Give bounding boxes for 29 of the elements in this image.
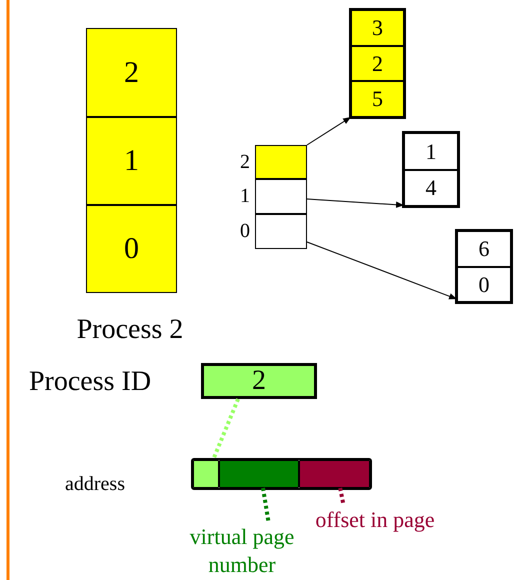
table-cell: 2 <box>351 46 404 81</box>
table-cell: 5 <box>351 81 404 117</box>
table-cell: 1 <box>86 117 177 205</box>
table-cell <box>255 145 307 179</box>
arrow <box>306 198 404 208</box>
table-cell: 0 <box>86 205 177 293</box>
field-label: address <box>64 472 126 496</box>
dotted-line <box>261 488 271 524</box>
node-label: Process 2 <box>76 314 184 346</box>
arrow <box>306 116 352 146</box>
process-id-field: 2 <box>201 363 317 399</box>
table-cell <box>255 179 307 214</box>
field-label: Process ID <box>28 365 152 399</box>
table-cell: 1 <box>404 133 458 170</box>
table-cell: 4 <box>404 170 458 206</box>
address-segment <box>219 460 299 488</box>
table-cell <box>255 214 307 249</box>
address-segment <box>193 460 219 488</box>
row-index: 2 <box>239 150 251 174</box>
table-cell: 3 <box>351 10 404 46</box>
table-cell: 2 <box>86 28 177 117</box>
arrow <box>306 242 458 300</box>
dotted-line <box>338 488 346 506</box>
table-cell: 6 <box>457 231 511 267</box>
row-index: 0 <box>239 218 251 244</box>
row-index: 1 <box>239 184 251 208</box>
address-segment <box>299 460 370 488</box>
table-cell: 0 <box>457 267 511 302</box>
dotted-line <box>211 398 240 461</box>
